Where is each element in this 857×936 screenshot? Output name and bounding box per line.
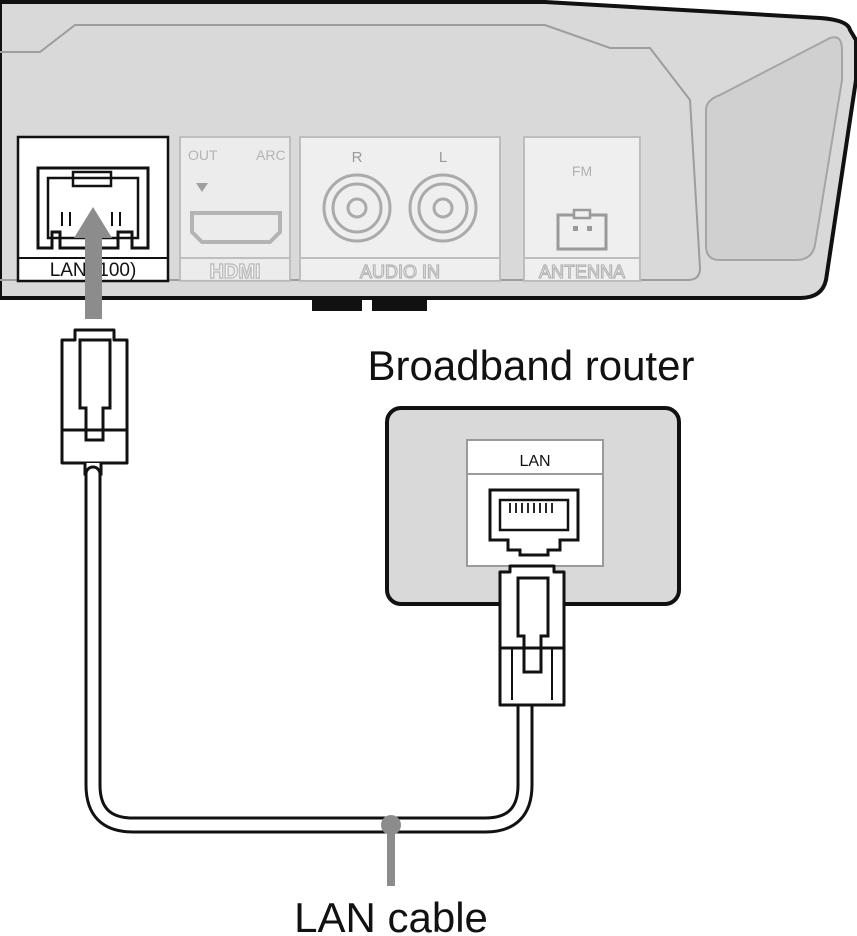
device-side-panel bbox=[705, 36, 843, 261]
hdmi-logo: HDMI bbox=[209, 261, 260, 283]
cable-label-leader bbox=[381, 815, 401, 886]
device-rear-panel: LAN (100) OUT ARC HDMI R L AUDIO IN bbox=[0, 0, 857, 311]
antenna-fm-label: FM bbox=[572, 163, 592, 179]
antenna-jack bbox=[556, 208, 608, 251]
router-title: Broadband router bbox=[368, 342, 695, 389]
hdmi-out-label: OUT bbox=[188, 147, 218, 163]
audio-left-label: L bbox=[439, 149, 447, 166]
audio-in-panel: R L AUDIO IN bbox=[299, 136, 501, 283]
cable-plug-left bbox=[60, 328, 129, 476]
cable-plug-right bbox=[498, 564, 566, 707]
hdmi-port-panel: OUT ARC HDMI bbox=[179, 136, 291, 284]
lan-cable bbox=[84, 465, 534, 834]
device-bevel bbox=[0, 24, 702, 281]
audio-right-label: R bbox=[352, 149, 363, 166]
audio-jack-left bbox=[408, 173, 478, 243]
lan-jack bbox=[36, 166, 150, 250]
router-lan-label: LAN bbox=[519, 453, 550, 470]
device-foot bbox=[312, 297, 362, 311]
broadband-router: LAN bbox=[385, 406, 681, 606]
down-triangle-icon bbox=[196, 183, 208, 192]
audio-jack-right bbox=[322, 173, 392, 243]
device-foot bbox=[372, 297, 427, 311]
audio-in-label: AUDIO IN bbox=[360, 262, 440, 282]
router-lan-jack bbox=[488, 488, 580, 557]
insert-arrow-icon bbox=[74, 207, 112, 319]
cable-label: LAN cable bbox=[294, 894, 488, 936]
hdmi-jack bbox=[190, 211, 282, 244]
hdmi-arc-label: ARC bbox=[256, 147, 286, 163]
antenna-panel: FM ANTENNA bbox=[523, 136, 641, 283]
antenna-label: ANTENNA bbox=[539, 262, 625, 282]
